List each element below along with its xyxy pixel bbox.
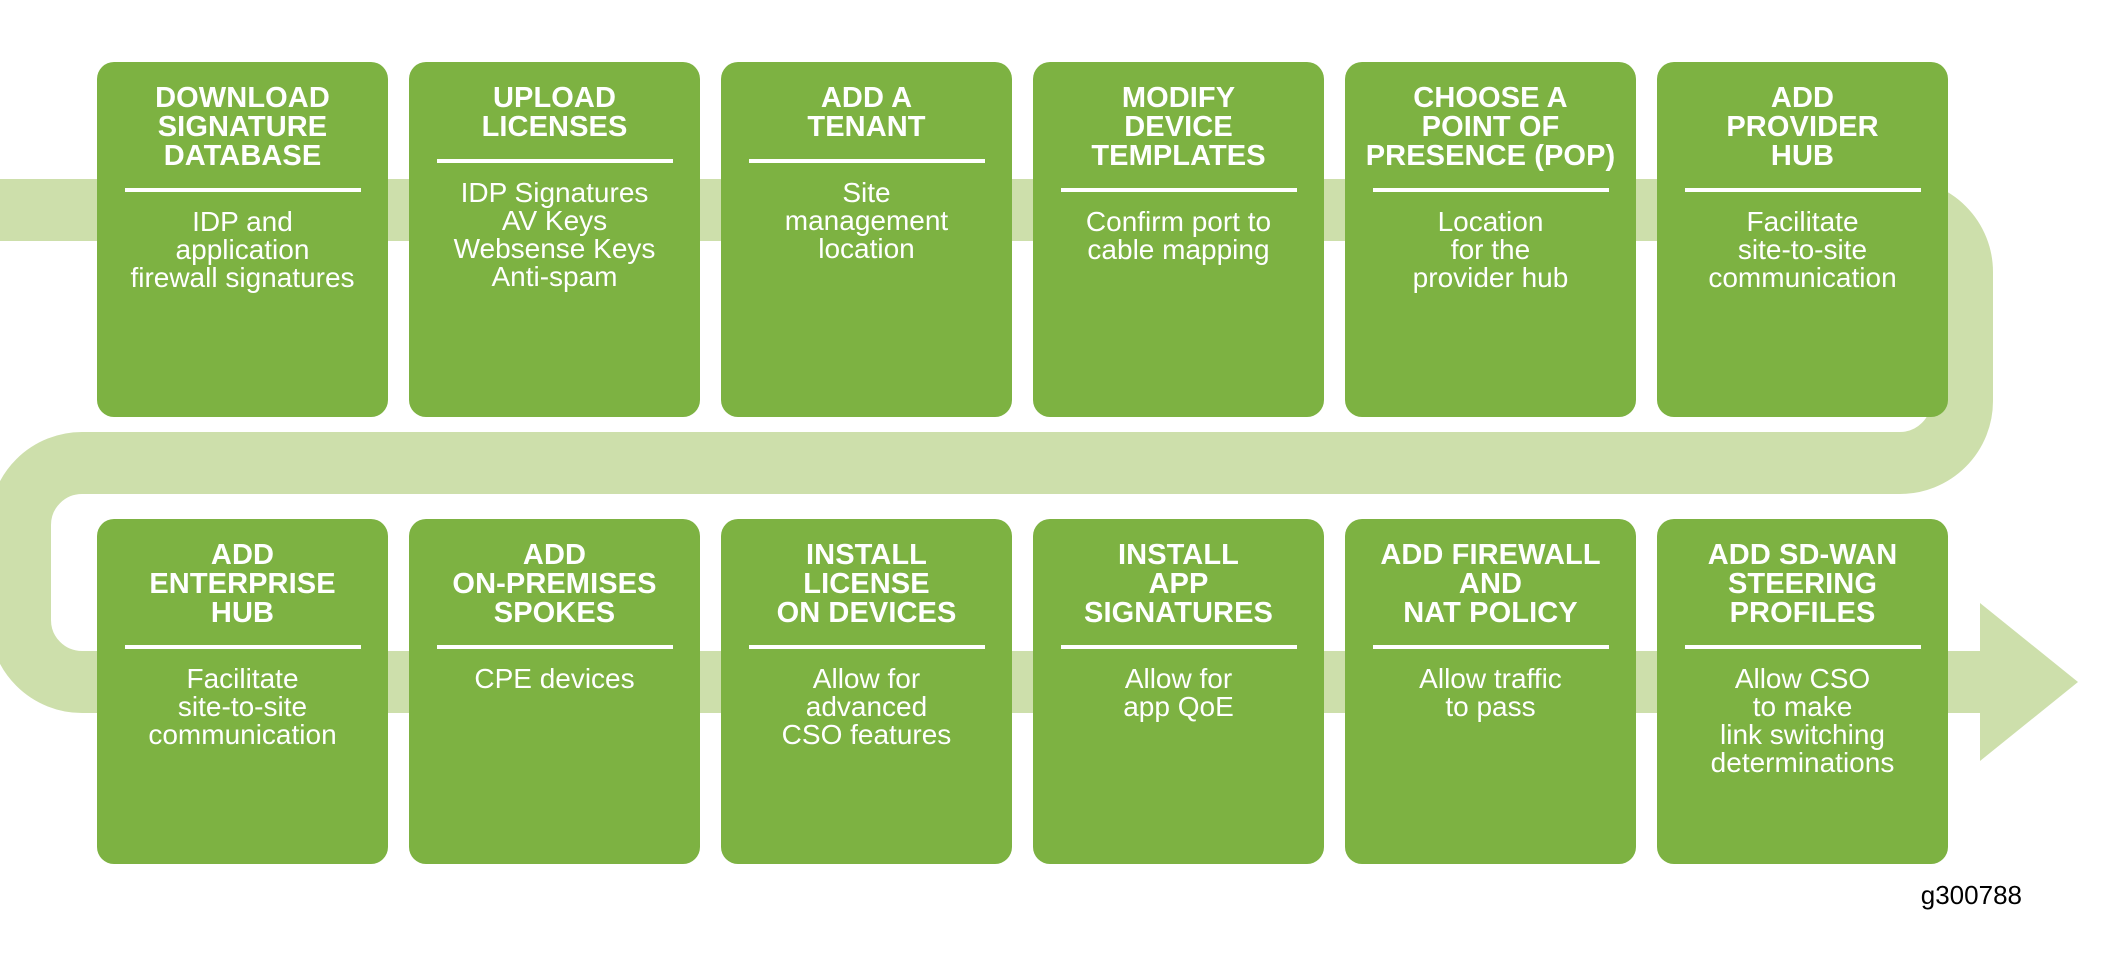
card-description: Facilitate site-to-site communication [1708,206,1897,293]
card-description: Allow for app QoE [1123,663,1234,722]
card-title: DOWNLOAD SIGNATURE DATABASE [155,82,330,172]
card-divider [436,159,673,163]
card-divider [748,159,985,163]
card-divider [1372,645,1609,649]
workflow-row-top: DOWNLOAD SIGNATURE DATABASE IDP and appl… [97,62,1965,417]
workflow-card-modify-device-templates[interactable]: MODIFY DEVICE TEMPLATES Confirm port to … [1033,62,1324,417]
workflow-card-install-app-signatures[interactable]: INSTALL APP SIGNATURES Allow for app QoE [1033,519,1324,864]
card-divider [436,645,673,649]
card-title: ADD ENTERPRISE HUB [149,539,336,629]
card-description: Facilitate site-to-site communication [148,663,337,750]
card-title: ADD FIREWALL AND NAT POLICY [1380,539,1601,629]
workflow-card-add-firewall-and-nat-policy[interactable]: ADD FIREWALL AND NAT POLICY Allow traffi… [1345,519,1636,864]
card-divider [1684,188,1921,192]
card-title: INSTALL LICENSE ON DEVICES [776,539,957,629]
flow-arrowhead-icon [1980,603,2078,761]
card-title: MODIFY DEVICE TEMPLATES [1091,82,1266,172]
card-divider [1060,188,1297,192]
figure-caption: g300788 [1920,880,2022,910]
card-title: INSTALL APP SIGNATURES [1084,539,1273,629]
card-divider [1684,645,1921,649]
card-description: CPE devices [474,663,635,694]
workflow-row-bottom: ADD ENTERPRISE HUB Facilitate site-to-si… [97,519,1965,864]
workflow-card-choose-a-point-of-presence[interactable]: CHOOSE A POINT OF PRESENCE (POP) Locatio… [1345,62,1636,417]
card-description: Site management location [784,177,949,264]
workflow-card-upload-licenses[interactable]: UPLOAD LICENSES IDP Signatures AV Keys W… [409,62,700,417]
workflow-card-add-enterprise-hub[interactable]: ADD ENTERPRISE HUB Facilitate site-to-si… [97,519,388,864]
card-divider [124,645,361,649]
card-divider [124,188,361,192]
card-description: Confirm port to cable mapping [1085,206,1272,265]
card-title: ADD ON-PREMISES SPOKES [452,539,657,629]
workflow-card-add-provider-hub[interactable]: ADD PROVIDER HUB Facilitate site-to-site… [1657,62,1948,417]
workflow-card-add-sd-wan-steering-profiles[interactable]: ADD SD-WAN STEERING PROFILES Allow CSO t… [1657,519,1948,864]
card-description: Allow traffic to pass [1419,663,1562,722]
card-title: ADD SD-WAN STEERING PROFILES [1707,539,1898,629]
card-description: Location for the provider hub [1412,206,1569,293]
card-description: Allow CSO to make link switching determi… [1710,663,1895,778]
workflow-card-download-signature-database[interactable]: DOWNLOAD SIGNATURE DATABASE IDP and appl… [97,62,388,417]
card-title: UPLOAD LICENSES [481,82,628,143]
card-title: ADD PROVIDER HUB [1726,82,1879,172]
card-title: CHOOSE A POINT OF PRESENCE (POP) [1365,82,1616,172]
card-description: IDP Signatures AV Keys Websense Keys Ant… [453,177,656,292]
workflow-card-add-a-tenant[interactable]: ADD A TENANT Site management location [721,62,1012,417]
card-divider [748,645,985,649]
card-description: IDP and application firewall signatures [130,206,355,293]
card-divider [1372,188,1609,192]
workflow-card-add-on-premises-spokes[interactable]: ADD ON-PREMISES SPOKES CPE devices [409,519,700,864]
workflow-card-install-license-on-devices[interactable]: INSTALL LICENSE ON DEVICES Allow for adv… [721,519,1012,864]
card-divider [1060,645,1297,649]
card-title: ADD A TENANT [807,82,926,143]
card-description: Allow for advanced CSO features [781,663,952,750]
